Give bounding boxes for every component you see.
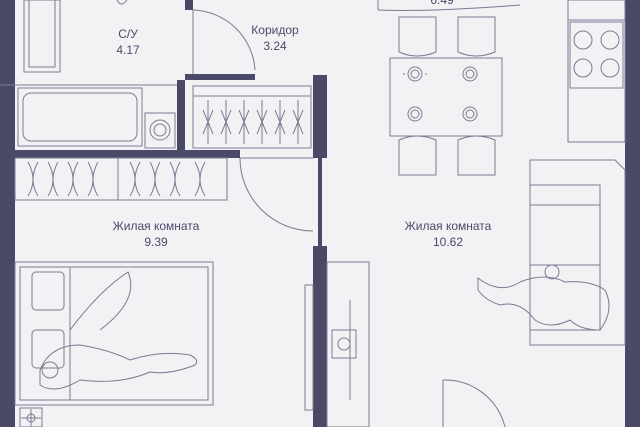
door-swing-icon [192,9,256,74]
chair-icon [398,16,496,176]
door-swing-icon [442,379,506,427]
room-area: 10.62 [432,235,464,249]
room-label-corridor: Коридор 3.24 [235,22,315,54]
person-lying-icon [39,344,198,390]
room-name: Коридор [251,23,299,37]
floor-socket-icon [19,407,43,427]
room-label-bathroom: С/У 4.17 [100,26,156,58]
tv-stand-icon [304,261,370,427]
wardrobe-icon [14,157,228,201]
wardrobe-icon [192,85,312,149]
room-label-living-room-1: Жилая комната 9.39 [96,218,216,250]
door-swing-icon [239,157,314,232]
kitchen-furniture [377,0,626,176]
living-room-2-furniture [304,159,626,427]
person-reclining-icon [477,264,610,331]
room-name: Жилая комната [404,219,492,233]
bathroom-fixtures [0,0,177,149]
living-room-1-furniture [14,157,314,427]
bathtub-icon [17,87,143,147]
sink-icon [23,0,128,73]
room-label-kitchen: 6.49 [414,0,470,8]
room-area: 4.17 [116,43,140,57]
room-name: Жилая комната [112,219,200,233]
room-name: С/У [118,27,138,41]
dining-table-icon [389,57,503,137]
room-area: 9.39 [144,235,168,249]
stove-icon [567,0,626,143]
room-label-living-room-2: Жилая комната 10.62 [388,218,508,250]
room-area: 3.24 [263,39,287,53]
sofa-icon [529,159,626,346]
double-bed-icon [14,261,214,406]
washing-machine-icon [144,112,176,149]
room-area: 6.49 [430,0,454,7]
